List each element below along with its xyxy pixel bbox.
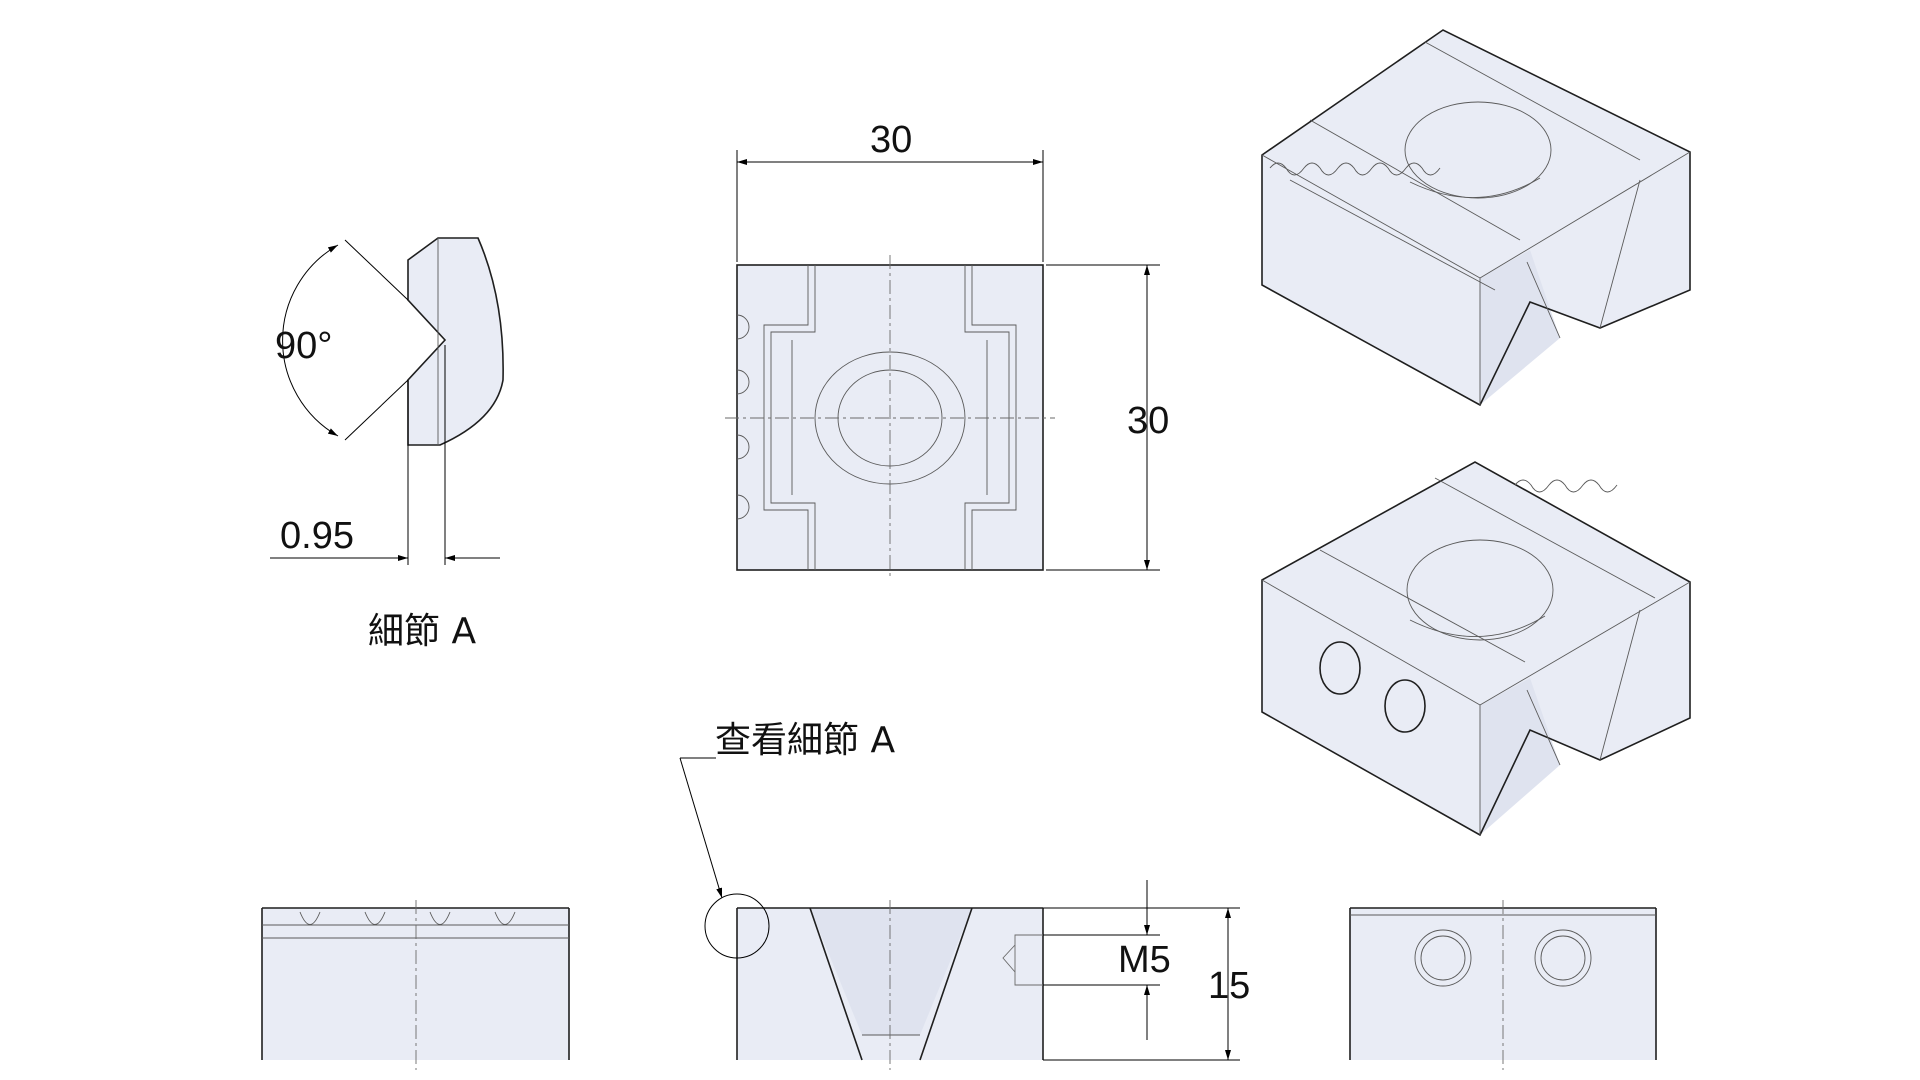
side-view-right — [1349, 900, 1657, 1070]
side-view-left — [261, 900, 570, 1070]
top-view: 30 30 — [725, 119, 1169, 580]
detail-a-title: 細節 A — [368, 611, 476, 652]
top-width-label: 30 — [870, 119, 912, 161]
front-height-label: 15 — [1208, 965, 1250, 1007]
detail-callout-label: 查看細節 A — [715, 720, 895, 761]
top-height-label: 30 — [1127, 400, 1169, 442]
detail-a-view: 90° 0.95 細節 A — [270, 237, 504, 652]
front-view: 查看細節 A M5 15 — [679, 720, 1250, 1070]
angle-dimension-label: 90° — [275, 325, 332, 367]
thread-size-label: M5 — [1118, 939, 1171, 981]
offset-dimension-label: 0.95 — [280, 515, 354, 557]
isometric-view-lower — [1261, 461, 1691, 837]
isometric-view-upper — [1261, 29, 1691, 407]
